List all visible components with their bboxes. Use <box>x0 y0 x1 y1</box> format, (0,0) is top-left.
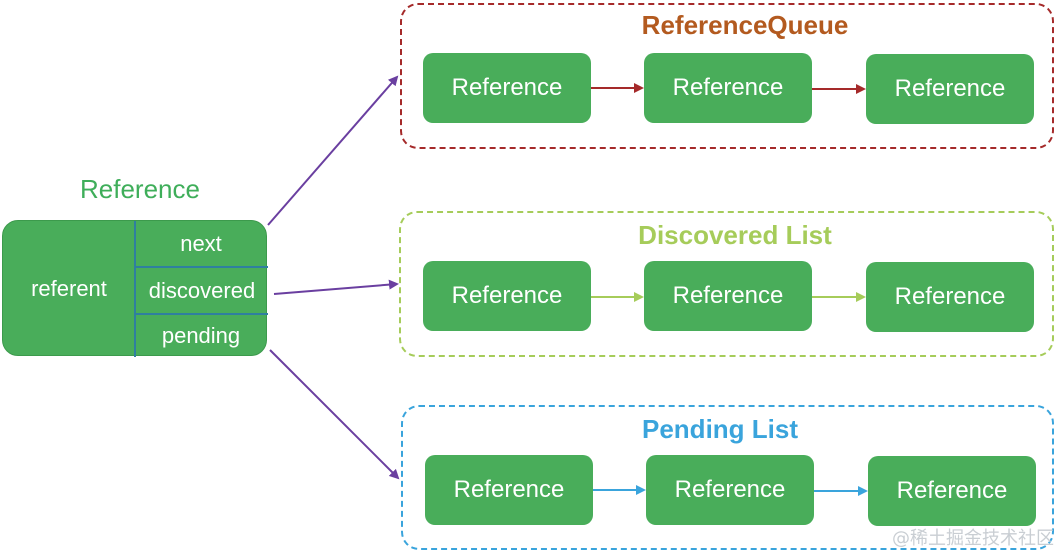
field-divider-1 <box>136 266 268 268</box>
field-referent: referent <box>31 276 107 301</box>
queue-node-1: Reference <box>423 53 591 123</box>
discovered-node-2: Reference <box>644 261 812 331</box>
field-discovered: discovered <box>148 278 256 303</box>
arrow-discovered-to-list <box>273 279 399 295</box>
field-pending: pending <box>161 323 241 348</box>
arrow-pending-to-list <box>269 349 400 480</box>
arrow-next-to-queue <box>267 75 399 226</box>
group-title-pending-list: Pending List <box>642 414 798 444</box>
queue-node-3: Reference <box>866 54 1034 124</box>
pending-node-3: Reference <box>868 456 1036 526</box>
queue-node-2: Reference <box>644 53 812 123</box>
reference-object-box: referent next discovered pending <box>2 220 268 357</box>
field-next: next <box>180 231 222 256</box>
group-reference-queue <box>400 3 1054 149</box>
field-divider-2 <box>136 313 268 315</box>
pending-node-1: Reference <box>425 455 593 525</box>
discovered-node-3: Reference <box>866 262 1034 332</box>
discovered-node-1: Reference <box>423 261 591 331</box>
pending-node-2: Reference <box>646 455 814 525</box>
group-title-discovered-list: Discovered List <box>638 220 832 250</box>
group-discovered-list <box>399 211 1054 357</box>
reference-object-title: Reference <box>80 174 200 204</box>
field-divider-vertical <box>134 221 136 357</box>
group-pending-list <box>401 405 1054 550</box>
group-title-reference-queue: ReferenceQueue <box>641 10 849 40</box>
watermark-text: @稀土掘金技术社区 <box>892 528 1054 549</box>
